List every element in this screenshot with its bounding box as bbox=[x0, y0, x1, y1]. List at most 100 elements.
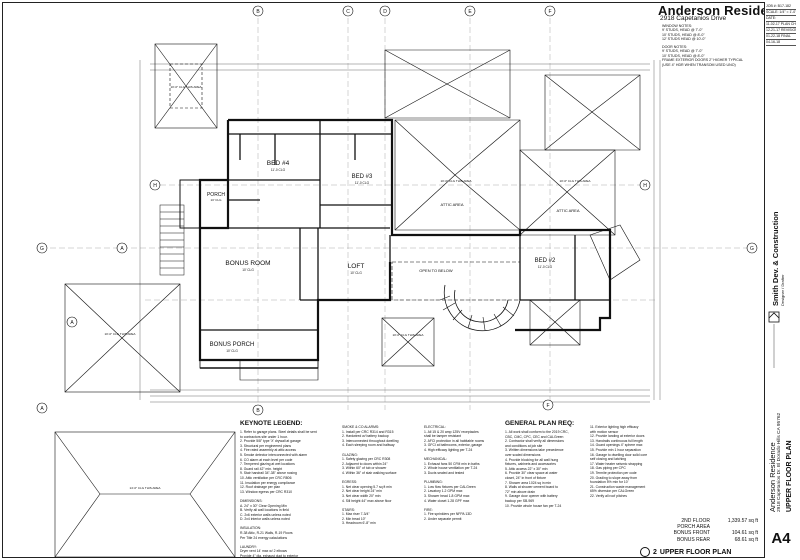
note-line: 11. Exterior lighting high efficacy bbox=[590, 425, 639, 429]
note-line: 12-21-17 REVISIONS bbox=[766, 28, 796, 34]
note-line: 72" min above drain bbox=[505, 489, 536, 494]
grid-bubble-label: D bbox=[383, 9, 387, 15]
note-line: FIRE: bbox=[424, 507, 433, 512]
grid-bubble-bottom: B bbox=[252, 404, 264, 416]
client-name: Anderson Residence bbox=[768, 442, 777, 512]
note-line: 4. Within 36" of stair walking surface bbox=[342, 470, 397, 475]
area-label: BONUS FRONT bbox=[673, 530, 710, 537]
ceiling-note: 10'-0" CLG THIS AREA bbox=[170, 85, 201, 89]
note-line: INSULATION: bbox=[240, 526, 262, 531]
note-line: 1. Net clear opening 5.7 sq ft min bbox=[342, 484, 392, 489]
note-line: PLUMBING: bbox=[424, 480, 443, 485]
note-line: 4. Water closet 1.28 GPF max bbox=[424, 498, 470, 503]
room-size-bonus-room: 10' CLG bbox=[242, 268, 254, 272]
note-line: 3. Net clear width 20" min bbox=[342, 493, 381, 498]
note-line: DIMENSIONS: bbox=[240, 498, 263, 503]
note-line: 3. Headroom 6'-8" min bbox=[342, 521, 376, 526]
area-row: PORCH AREA bbox=[648, 524, 758, 530]
note-line: D. 2x4 interior walls unless noted bbox=[240, 517, 290, 522]
project-title: Anderson Residence bbox=[658, 3, 791, 18]
note-line: 3. Ducts sealed and tested bbox=[424, 470, 465, 475]
interior-walls bbox=[200, 120, 610, 331]
door-notes: DOOR NOTES: 9' STUDS, HEAD @ 7'-0" 10' S… bbox=[662, 45, 743, 67]
company-name: Smith Dev. & Construction bbox=[771, 211, 780, 306]
note-line: 2. Hardwired w/ battery backup bbox=[342, 434, 389, 439]
note-line: 6. Provide 30" clear space at water bbox=[505, 471, 558, 476]
note-line: 16. Garage to dwelling door solid core bbox=[590, 452, 648, 457]
note-line: 1. Refer to garage plans. Steel details … bbox=[240, 430, 317, 434]
grid-bubble-label: C bbox=[346, 9, 350, 15]
room-size-bed3: 11'-0 CLG bbox=[355, 181, 370, 185]
note-line: foundation 5% min for 10' bbox=[590, 480, 629, 485]
roof-right bbox=[394, 119, 616, 236]
room-label-attic-area: ATTIC AREA bbox=[556, 208, 579, 213]
grid-bubble-top: E bbox=[464, 5, 476, 17]
note-line: 2. Lavatory 1.2 GPM max bbox=[424, 489, 463, 494]
note-line: STAIRS: bbox=[342, 507, 355, 512]
note-line: 2. Net clear height 24" min bbox=[342, 489, 382, 494]
grid-bubble-label: B bbox=[256, 9, 260, 15]
window-note-line: 10' STUDS, HEAD @ 8'-0" bbox=[662, 32, 705, 37]
company-sub: Designer / Drafter bbox=[780, 274, 785, 306]
note-line: 13. Window egress per CRC R310 bbox=[240, 489, 293, 494]
note-line: 6. CO alarm at each level per code bbox=[240, 457, 293, 462]
door-note-line: (USE 4" HDR WHEN TRANSOM USED UNO) bbox=[662, 62, 736, 67]
area-label: 2ND FLOOR bbox=[681, 518, 710, 524]
room-label-loft: LOFT bbox=[348, 263, 365, 270]
note-line: Per Title 24 energy calculations bbox=[240, 535, 288, 540]
roof-left-porch bbox=[64, 283, 181, 393]
note-line: 1. Low flow fixtures per CALGreen bbox=[424, 484, 476, 489]
plan-caption: 2 UPPER FLOOR PLAN bbox=[640, 547, 731, 557]
note-line: R-38 Attic, R-21 Walls, R-19 Floors bbox=[240, 531, 293, 536]
grid-bubble-bottom: A bbox=[66, 316, 78, 328]
window-notes: WINDOW NOTES: 9' STUDS, HEAD @ 7'-0" 10'… bbox=[662, 24, 706, 42]
notes-column: 11. Exterior lighting high efficacy with… bbox=[590, 425, 670, 499]
room-labels: BED #4 11'-0 CLG BED #3 11'-0 CLG BED #2… bbox=[104, 85, 590, 490]
note-line: 11. Insulation per energy compliance bbox=[240, 480, 296, 485]
keynote-legend: KEYNOTE LEGEND: 1. Refer to garage plans… bbox=[240, 420, 340, 559]
title-block bbox=[764, 2, 798, 558]
grid-bubble-label: A bbox=[70, 320, 74, 326]
grid-bubble-label: G bbox=[40, 246, 44, 252]
note-line: 19. Termite protection per code bbox=[590, 470, 637, 475]
room-label-bed4: BED #4 bbox=[267, 160, 290, 167]
grid-bubble-label: F bbox=[546, 403, 549, 409]
note-line: 1. Safety glazing per CRC R308 bbox=[342, 457, 391, 462]
room-label-attic-area: ATTIC AREA bbox=[440, 202, 463, 207]
note-line: over scaled dimensions bbox=[505, 452, 541, 457]
grid-bubble-label: A bbox=[40, 406, 44, 412]
grid-bubble-right: G bbox=[746, 242, 758, 254]
room-size-loft: 10' CLG bbox=[350, 271, 362, 275]
note-line: 2. Under separate permit bbox=[424, 516, 462, 521]
room-size-porch: 10' CLG bbox=[211, 198, 223, 202]
note-line: 3. Structural per engineered plans bbox=[240, 443, 292, 448]
note-line: 2. Min tread 10" bbox=[342, 516, 366, 521]
note-line: Provide 4" dia. exhaust duct to exterior bbox=[240, 554, 299, 559]
note-line: shall be tamper resistant bbox=[424, 434, 461, 439]
porch-left bbox=[159, 179, 229, 276]
company-logo bbox=[767, 310, 781, 370]
note-line: 10. Attic ventilation per CRC R806 bbox=[240, 475, 292, 480]
room-size-bonus-porch: 10' CLG bbox=[226, 349, 238, 353]
roof-top-right bbox=[384, 49, 641, 151]
ceiling-note: 14'-0" CLG THIS AREA bbox=[129, 486, 160, 490]
sheet-number: A4 bbox=[771, 530, 791, 547]
roof-bottom-left bbox=[54, 431, 236, 558]
note-line: ELECTRICAL: bbox=[424, 425, 446, 429]
room-label-bed2: BED #2 bbox=[535, 258, 556, 264]
north-arrow-icon bbox=[640, 547, 650, 557]
note-line: 2. Adjacent to doors within 24" bbox=[342, 461, 388, 466]
note-line: 13. Handrails continuous full length bbox=[590, 438, 643, 443]
note-line: 8. Walls at shower cement board to bbox=[505, 485, 559, 490]
note-line: 65% diversion per CALGreen bbox=[590, 489, 635, 494]
note-line: EGRESS: bbox=[342, 480, 358, 485]
note-line: 4. Each sleeping room and hallway bbox=[342, 443, 395, 448]
note-line: SCALE: 1/4" = 1'-0" bbox=[766, 10, 796, 16]
door-note-line: 9' STUDS, HEAD @ 7'-0" bbox=[662, 49, 703, 54]
note-line: A. 24" x 30" Clear Opening Min bbox=[240, 503, 287, 508]
note-line: 4. Provide blocking for all wall hung bbox=[505, 457, 559, 462]
room-size-bed4: 11'-0 CLG bbox=[271, 168, 286, 172]
